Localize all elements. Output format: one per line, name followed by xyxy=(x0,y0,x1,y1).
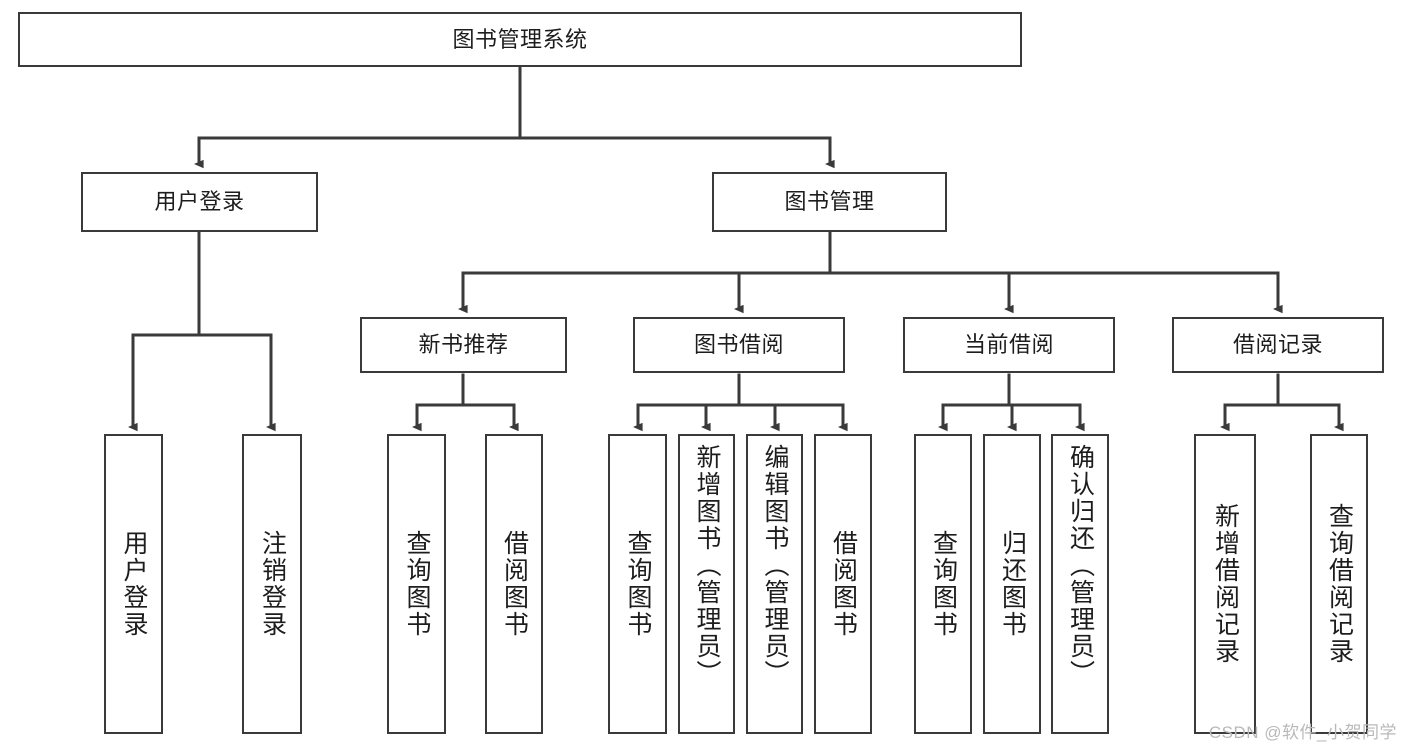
node-leaf-confirm-return-label: 确认归还（管理员） xyxy=(1066,444,1095,687)
node-current-borrow[interactable]: 当前借阅 xyxy=(903,317,1115,373)
node-leaf-query-book-1-label: 查询图书 xyxy=(403,530,431,638)
node-leaf-logout-login-label: 注销登录 xyxy=(258,530,287,638)
node-leaf-edit-book[interactable]: 编辑图书（管理员） xyxy=(746,434,803,734)
node-leaf-add-record[interactable]: 新增借阅记录 xyxy=(1194,434,1256,734)
node-leaf-query-record[interactable]: 查询借阅记录 xyxy=(1310,434,1368,734)
node-leaf-edit-book-label: 编辑图书（管理员） xyxy=(761,444,789,687)
node-new-book-recommend-label: 新书推荐 xyxy=(418,332,509,358)
node-leaf-confirm-return[interactable]: 确认归还（管理员） xyxy=(1051,434,1109,734)
node-leaf-logout-login[interactable]: 注销登录 xyxy=(242,434,302,734)
node-leaf-query-book-2[interactable]: 查询图书 xyxy=(608,434,667,734)
node-leaf-borrow-book-1[interactable]: 借阅图书 xyxy=(485,434,543,734)
node-root[interactable]: 图书管理系统 xyxy=(18,12,1022,67)
node-borrow-record-label: 借阅记录 xyxy=(1232,332,1323,358)
node-leaf-return-book[interactable]: 归还图书 xyxy=(983,434,1041,734)
node-leaf-borrow-book-1-label: 借阅图书 xyxy=(500,530,529,638)
node-leaf-add-record-label: 新增借阅记录 xyxy=(1211,503,1240,665)
node-leaf-user-login-label: 用户登录 xyxy=(120,530,148,638)
node-leaf-query-book-2-label: 查询图书 xyxy=(624,530,652,638)
node-leaf-query-book-1[interactable]: 查询图书 xyxy=(387,434,446,734)
node-leaf-return-book-label: 归还图书 xyxy=(998,530,1027,638)
node-leaf-borrow-book-2[interactable]: 借阅图书 xyxy=(814,434,872,734)
node-book-manage-label: 图书管理 xyxy=(784,189,875,215)
node-current-borrow-label: 当前借阅 xyxy=(963,332,1054,358)
node-book-manage[interactable]: 图书管理 xyxy=(712,172,947,232)
node-book-borrow-label: 图书借阅 xyxy=(693,332,784,358)
node-new-book-recommend[interactable]: 新书推荐 xyxy=(360,317,567,373)
node-leaf-query-book-3[interactable]: 查询图书 xyxy=(914,434,972,734)
node-leaf-user-login[interactable]: 用户登录 xyxy=(104,434,163,734)
node-leaf-query-book-3-label: 查询图书 xyxy=(929,530,958,638)
node-root-label: 图书管理系统 xyxy=(452,26,588,52)
node-borrow-record[interactable]: 借阅记录 xyxy=(1172,317,1384,373)
node-leaf-query-record-label: 查询借阅记录 xyxy=(1325,503,1354,665)
watermark-text: CSDN @软件_小贺同学 xyxy=(1208,723,1397,742)
node-book-borrow[interactable]: 图书借阅 xyxy=(633,317,845,373)
node-leaf-add-book[interactable]: 新增图书（管理员） xyxy=(678,434,735,734)
node-leaf-borrow-book-2-label: 借阅图书 xyxy=(829,530,858,638)
node-user-login-label: 用户登录 xyxy=(154,189,245,215)
node-user-login[interactable]: 用户登录 xyxy=(81,172,318,232)
node-leaf-add-book-label: 新增图书（管理员） xyxy=(693,444,721,687)
